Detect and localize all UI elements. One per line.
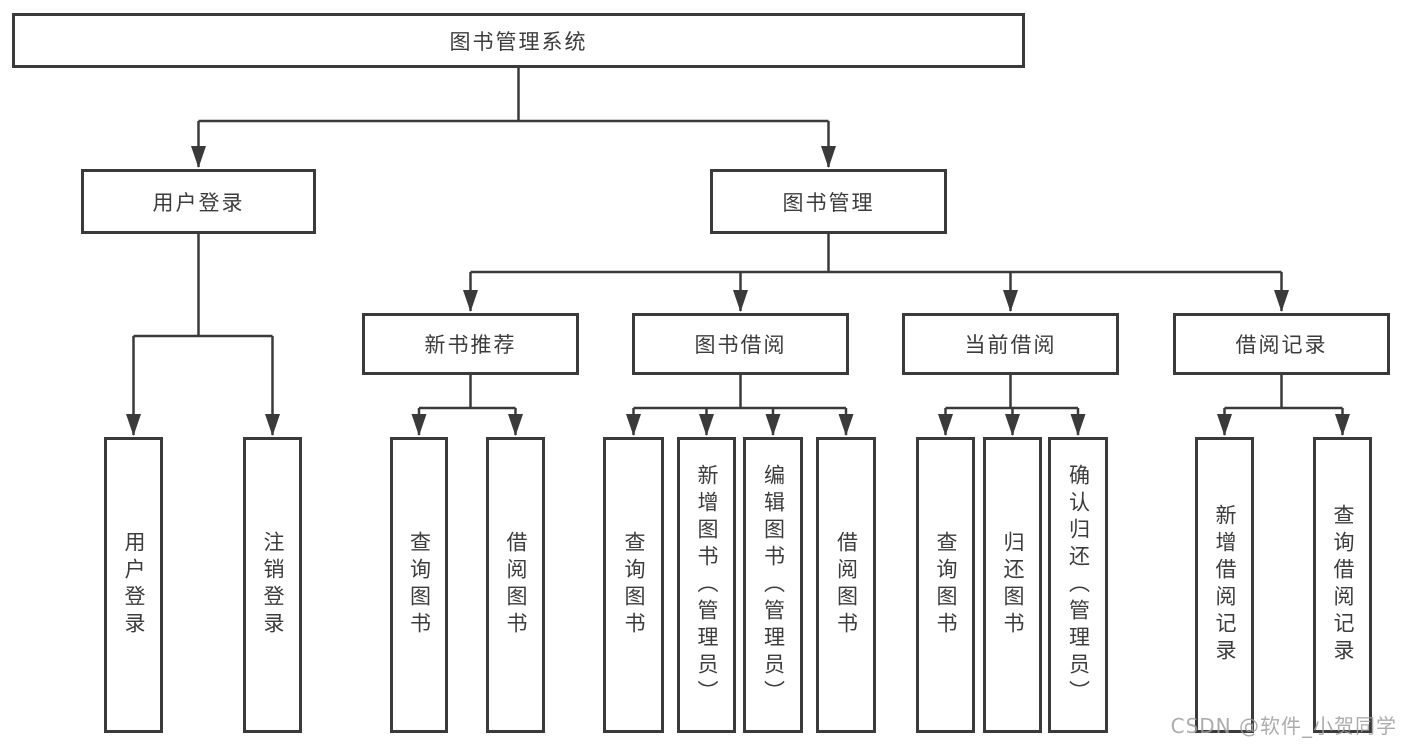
node-label: 图书管理 <box>782 190 875 215</box>
node-label: 借阅图书 <box>834 531 859 639</box>
node-new-book-recommendation: 新书推荐 <box>362 313 579 375</box>
leaf-query-borrow-record: 查询借阅记录 <box>1313 437 1372 733</box>
node-label: 借阅图书 <box>504 531 528 639</box>
node-label: 编辑图书（管理员） <box>761 463 786 707</box>
leaf-user-login: 用户登录 <box>104 437 163 733</box>
node-label: 归还图书 <box>1001 531 1025 639</box>
leaf-borrow-books-recommend: 借阅图书 <box>486 437 545 733</box>
node-label: 新增图书（管理员） <box>695 463 719 707</box>
node-label: 新增借阅记录 <box>1213 504 1237 666</box>
leaf-query-books-current: 查询图书 <box>916 437 975 733</box>
node-label: 用户登录 <box>122 531 146 639</box>
node-library-management-system: 图书管理系统 <box>12 13 1025 68</box>
node-label: 图书借阅 <box>694 333 787 357</box>
node-label: 用户登录 <box>152 190 245 215</box>
node-book-management: 图书管理 <box>710 169 947 234</box>
leaf-borrow-books-borrowing: 借阅图书 <box>816 437 876 733</box>
node-label: 查询图书 <box>407 531 432 639</box>
node-current-borrowing: 当前借阅 <box>902 313 1119 375</box>
node-label: 当前借阅 <box>964 333 1057 357</box>
leaf-query-books-borrowing: 查询图书 <box>603 437 664 733</box>
csdn-watermark: CSDN @软件_小贺同学 <box>1170 714 1397 738</box>
node-user-login: 用户登录 <box>81 169 316 234</box>
node-label: 新书推荐 <box>424 333 517 357</box>
leaf-add-book-admin: 新增图书（管理员） <box>677 437 736 733</box>
leaf-return-books: 归还图书 <box>983 437 1042 733</box>
node-label: 查询图书 <box>934 531 958 639</box>
leaf-add-borrow-record: 新增借阅记录 <box>1195 437 1254 733</box>
node-label: 查询图书 <box>622 531 646 639</box>
node-label: 借阅记录 <box>1235 333 1328 357</box>
node-book-borrowing: 图书借阅 <box>632 313 849 375</box>
node-label: 确认归还（管理员） <box>1066 463 1091 707</box>
node-borrowing-records: 借阅记录 <box>1173 313 1390 375</box>
node-label: 注销登录 <box>261 531 285 639</box>
leaf-confirm-return-admin: 确认归还（管理员） <box>1048 437 1108 733</box>
leaf-query-books-recommend: 查询图书 <box>390 437 448 733</box>
node-label: 查询借阅记录 <box>1331 504 1355 666</box>
leaf-logout: 注销登录 <box>243 437 302 733</box>
leaf-edit-book-admin: 编辑图书（管理员） <box>743 437 803 733</box>
node-label: 图书管理系统 <box>449 29 588 54</box>
